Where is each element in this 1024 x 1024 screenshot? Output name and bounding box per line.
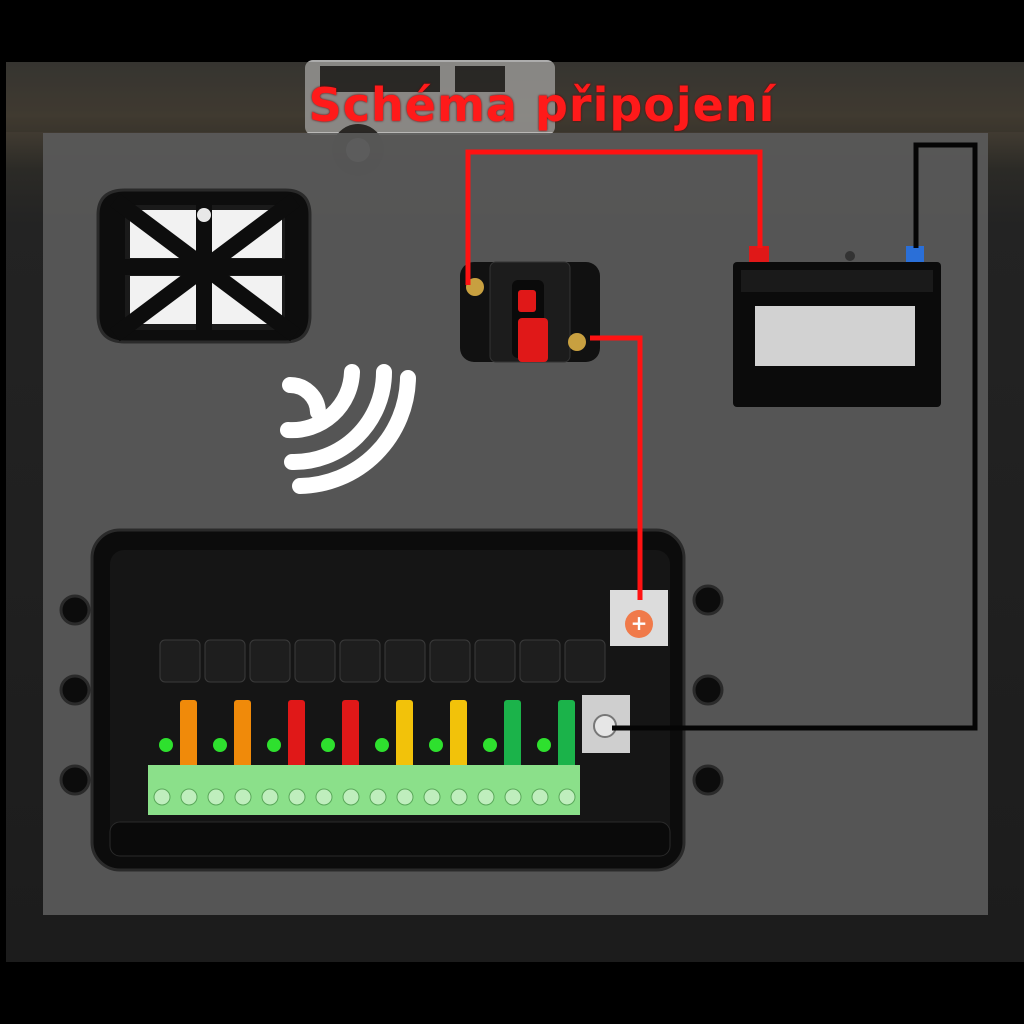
relay (159, 639, 201, 683)
negative-wire (612, 142, 978, 731)
relay-row (159, 639, 606, 683)
fuse-orange (180, 700, 197, 768)
svg-text:+: + (631, 611, 648, 635)
led-indicator (159, 738, 173, 752)
terminal-screw (342, 788, 360, 806)
relay (384, 639, 426, 683)
relay (519, 639, 561, 683)
terminal-screw (315, 788, 333, 806)
terminal-screw (396, 788, 414, 806)
terminal-screw (288, 788, 306, 806)
fuse-yellow (396, 700, 413, 768)
landscape-band (6, 62, 1024, 132)
relay (429, 639, 471, 683)
circuit-breaker (460, 261, 600, 363)
positive-wire (465, 149, 763, 600)
control-keypad (96, 188, 312, 344)
terminal-screw (180, 788, 198, 806)
fuse-green (558, 700, 575, 768)
led-indicator (483, 738, 497, 752)
relay (249, 639, 291, 683)
fuse-green (504, 700, 521, 768)
fuse-red (342, 700, 359, 768)
led-indicator (267, 738, 281, 752)
led-indicator (213, 738, 227, 752)
led-indicator (429, 738, 443, 752)
fuse-row (159, 700, 575, 768)
terminal-screw (261, 788, 279, 806)
fuse-box: + (59, 528, 724, 872)
led-indicator (537, 738, 551, 752)
relay (474, 639, 516, 683)
battery (733, 246, 941, 407)
terminal-screw (207, 788, 225, 806)
led-indicator (321, 738, 335, 752)
relay (204, 639, 246, 683)
plus-icon (625, 610, 653, 638)
terminal-block (148, 765, 580, 815)
terminal-screw (504, 788, 522, 806)
relay (294, 639, 336, 683)
fuse-yellow (450, 700, 467, 768)
led-indicator (375, 738, 389, 752)
terminal-screw (531, 788, 549, 806)
diagram-title: Schéma připojení (308, 78, 776, 132)
terminal-screw (450, 788, 468, 806)
terminal-screw (558, 788, 576, 806)
terminal-screw (234, 788, 252, 806)
fuse-red (288, 700, 305, 768)
terminal-screw (369, 788, 387, 806)
relay (339, 639, 381, 683)
terminal-screw (423, 788, 441, 806)
terminal-screw (153, 788, 171, 806)
relay (564, 639, 606, 683)
fuse-orange (234, 700, 251, 768)
terminal-screw (477, 788, 495, 806)
wireless-signal-icon (280, 364, 416, 494)
